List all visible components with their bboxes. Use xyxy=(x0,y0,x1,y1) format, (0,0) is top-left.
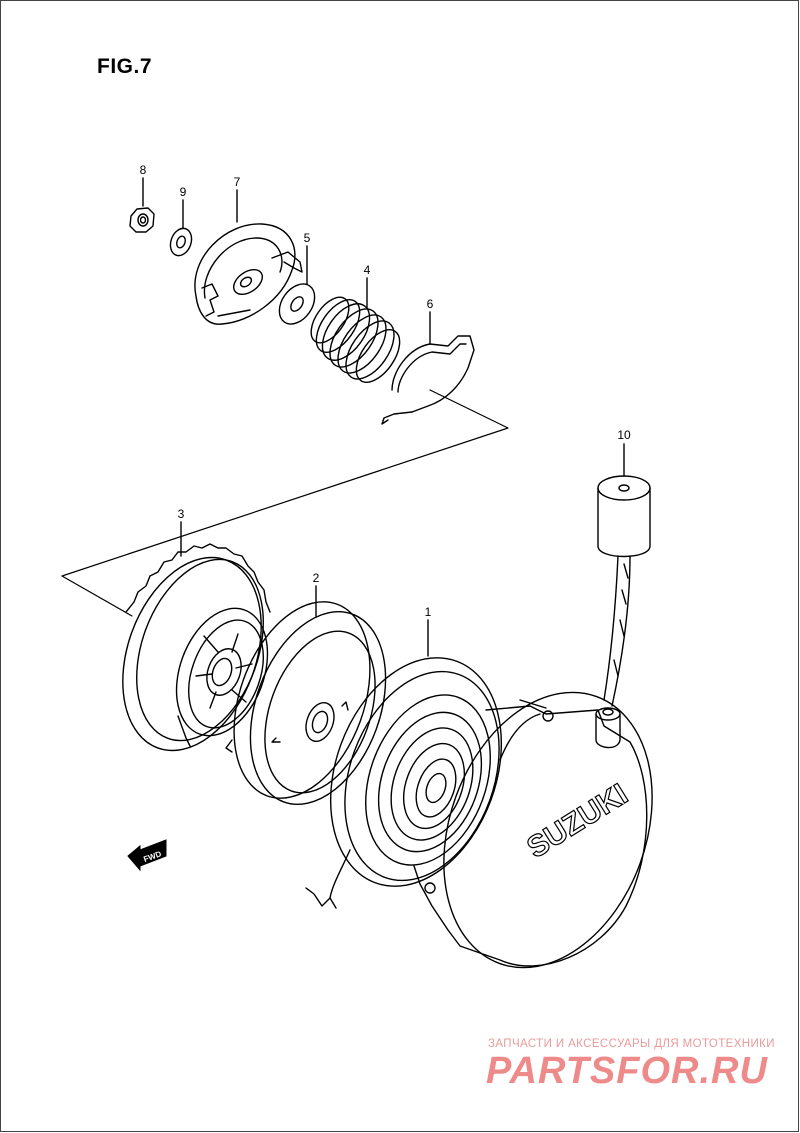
part-1-recoil-case xyxy=(305,657,653,969)
housing-brand-text: SUZUKI xyxy=(521,778,633,865)
part-5-washer xyxy=(278,283,316,325)
label-part-9: 9 xyxy=(180,185,187,199)
label-part-8: 8 xyxy=(140,163,147,177)
label-part-7: 7 xyxy=(234,175,241,189)
part-9-washer xyxy=(169,227,193,257)
relation-line xyxy=(61,389,509,617)
fwd-arrow: FWD xyxy=(127,839,167,872)
label-part-3: 3 xyxy=(178,507,185,521)
label-part-4: 4 xyxy=(364,263,371,277)
watermark-tagline: ЗАПЧАСТИ И АКСЕССУАРЫ ДЛЯ МОТОТЕХНИКИ xyxy=(488,1038,775,1050)
part-8-nut xyxy=(129,207,155,233)
part-10-handle xyxy=(597,475,651,707)
label-part-10: 10 xyxy=(617,428,631,442)
part-6-clip xyxy=(381,335,475,425)
part-4-spring xyxy=(310,296,401,383)
label-part-6: 6 xyxy=(427,297,434,311)
part-2-reel xyxy=(225,601,387,806)
figure-title: FIG.7 xyxy=(97,55,153,78)
watermark-site: PARTSFOR.RU xyxy=(486,1050,768,1092)
part-3-pulley xyxy=(122,543,271,752)
part-7-ratchet-plate xyxy=(194,223,303,325)
label-part-5: 5 xyxy=(304,231,311,245)
label-part-1: 1 xyxy=(425,605,432,619)
label-part-2: 2 xyxy=(313,571,320,585)
